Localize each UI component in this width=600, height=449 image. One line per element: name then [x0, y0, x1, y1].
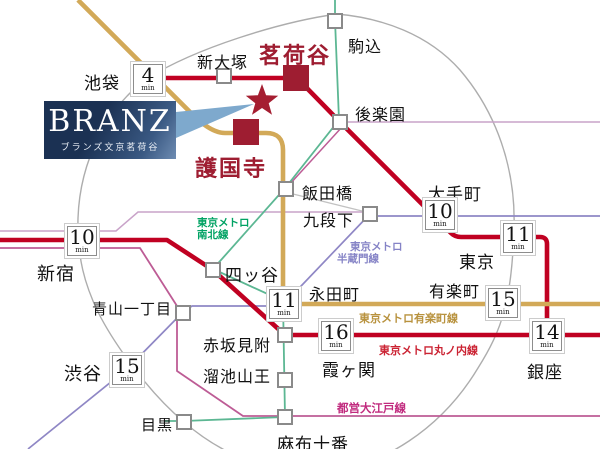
badge-minutes: 16 [323, 320, 349, 344]
brand-name: BRANZ [48, 104, 172, 139]
station-label-tameike-sanno: 溜池山王 [203, 367, 272, 386]
station-label-komagome: 駒込 [348, 37, 383, 56]
branz-logo: BRANZ ブランズ文京茗荷谷 [44, 101, 176, 159]
badge-minutes: 11 [271, 288, 297, 312]
badge-minutes: 10 [427, 199, 453, 223]
station-marker-aoyama-itchome [175, 305, 191, 321]
location-star-icon [245, 84, 279, 115]
station-label-yurakucho: 有楽町 [429, 282, 481, 301]
station-marker-komagome [327, 13, 343, 29]
badge-unit: min [120, 375, 134, 383]
station-label-myogadani: 茗荷谷 [259, 43, 332, 69]
station-marker-azabu-juban [277, 409, 293, 425]
time-badge-ginza: 14 min [532, 321, 562, 351]
line-label-namboku: 東京メトロ 南北線 [197, 217, 250, 241]
station-label-shin-otsuka: 新大塚 [197, 53, 249, 72]
badge-unit: min [75, 246, 89, 254]
station-label-shibuya: 渋谷 [64, 364, 102, 385]
badge-unit: min [511, 243, 525, 251]
time-badge-shinjuku: 10 min [67, 226, 97, 256]
iidabashi-kudanshita-line [288, 192, 363, 212]
line-label-text: 東京メトロ [197, 217, 250, 229]
badge-minutes: 15 [490, 287, 516, 311]
station-label-kudanshita: 九段下 [303, 211, 355, 230]
station-marker-akasaka-mitsuke [277, 327, 293, 343]
station-label-shinjuku: 新宿 [37, 264, 75, 285]
badge-unit: min [141, 84, 155, 92]
badge-unit: min [433, 220, 447, 228]
station-label-ikebukuro: 池袋 [84, 74, 120, 94]
line-label-text: 東京メトロ [350, 241, 403, 253]
station-marker-meguro [176, 414, 192, 430]
badge-unit: min [540, 341, 554, 349]
station-marker-tameike-sanno [277, 372, 293, 388]
time-badge-kasumigaseki: 16 min [321, 321, 351, 351]
time-badge-ikebukuro: 4 min [133, 64, 163, 94]
badge-unit: min [329, 341, 343, 349]
badge-minutes: 11 [505, 222, 531, 246]
station-label-yotsuya: 四ッ谷 [225, 266, 279, 286]
oedo-line [0, 247, 600, 417]
line-label-marunouchi: 東京メトロ丸ノ内線 [379, 344, 478, 357]
station-marker-iidabashi [278, 181, 294, 197]
badge-minutes: 10 [69, 225, 95, 249]
brand-subtitle: ブランズ文京茗荷谷 [60, 143, 160, 153]
station-label-korakuen: 後楽園 [355, 105, 407, 124]
line-label-yurakucho: 東京メトロ有楽町線 [359, 312, 458, 325]
station-label-ginza: 銀座 [527, 363, 563, 383]
time-badge-tokyo: 11 min [503, 223, 533, 253]
badge-minutes: 14 [534, 320, 560, 344]
line-label-text: 半蔵門線 [337, 253, 379, 265]
logo-pointer [176, 104, 254, 138]
station-marker-myogadani-highlight [283, 65, 309, 91]
station-marker-gokokuji-highlight [233, 119, 259, 145]
station-label-nagatacho: 永田町 [309, 285, 361, 304]
station-label-gokokuji: 護国寺 [195, 156, 268, 182]
line-label-oedo: 都営大江戸線 [337, 401, 406, 415]
station-marker-shin-otsuka [216, 68, 232, 84]
badge-minutes: 15 [114, 354, 140, 378]
time-badge-nagatacho: 11 min [269, 289, 299, 319]
time-badge-yurakucho: 15 min [488, 288, 518, 318]
station-label-meguro: 目黒 [141, 416, 174, 434]
station-marker-korakuen [332, 114, 348, 130]
oedo-branch-line [288, 126, 343, 186]
time-badge-otemachi: 10 min [425, 200, 455, 230]
station-label-aoyama-itchome: 青山一丁目 [92, 300, 173, 318]
line-label-text: 南北線 [197, 229, 229, 241]
station-label-kasumigaseki: 霞ヶ関 [322, 361, 376, 381]
badge-unit: min [277, 309, 291, 317]
station-marker-yotsuya [205, 262, 221, 278]
badge-minutes: 4 [141, 63, 155, 87]
station-marker-kudanshita [362, 206, 378, 222]
line-label-hanzomon: 東京メトロ 半蔵門線 [337, 241, 403, 265]
station-label-tokyo: 東京 [459, 253, 495, 273]
time-badge-shibuya: 15 min [112, 355, 142, 385]
badge-unit: min [496, 308, 510, 316]
station-label-akasaka-mitsuke: 赤坂見附 [203, 336, 272, 355]
station-label-iidabashi: 飯田橋 [302, 184, 354, 203]
shinjuku-thin-line [0, 211, 362, 232]
marunouchi-line-north [137, 75, 550, 337]
station-label-azabu-juban: 麻布十番 [277, 435, 349, 449]
